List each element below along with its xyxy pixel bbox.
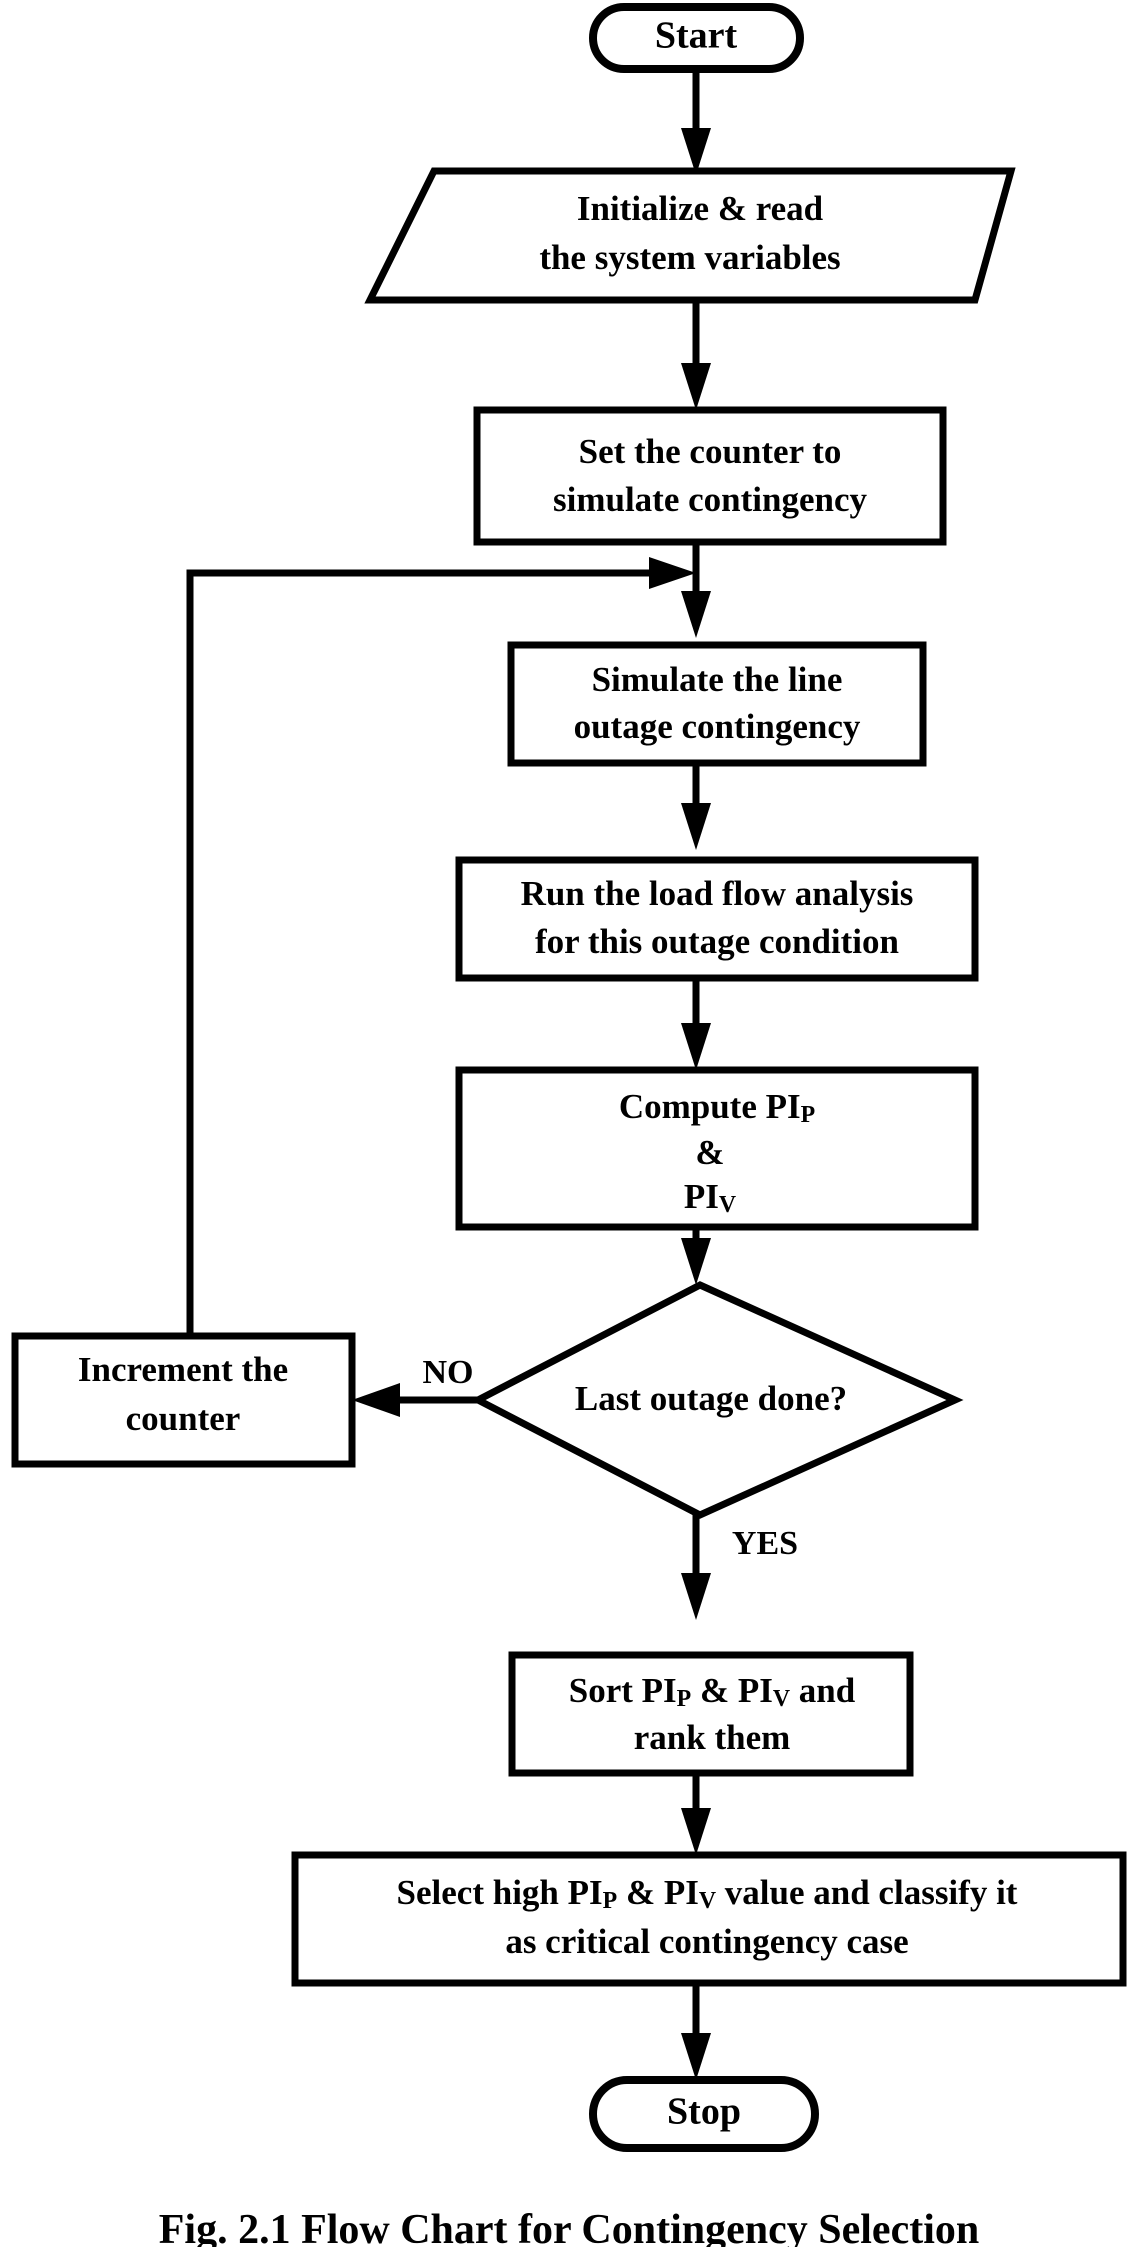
edge-label-yes: YES bbox=[732, 1525, 798, 1562]
stop-terminal-shape bbox=[589, 2076, 819, 2152]
sort-pi-rect-shape bbox=[508, 1651, 914, 1777]
select-high-subscript-v: V bbox=[699, 1888, 716, 1914]
sort-pi-text-b: & PI bbox=[691, 1671, 773, 1710]
sort-pi-label-line1: Sort PIP & PIV and bbox=[569, 1671, 856, 1712]
decision-diamond-shape bbox=[470, 1281, 964, 1519]
edge-decision-to-sortpi bbox=[681, 1515, 711, 1620]
sort-pi-text-a: Sort PI bbox=[569, 1671, 677, 1710]
initialize-parallelogram-shape bbox=[364, 167, 1016, 304]
select-high-pi-label-line2: as critical contingency case bbox=[505, 1922, 908, 1961]
edge-label-no: NO bbox=[423, 1354, 474, 1391]
run-load-flow-label-line2: for this outage condition bbox=[535, 922, 899, 961]
node-decision-last-outage[interactable]: Last outage done? bbox=[470, 1281, 964, 1519]
compute-pi-ampersand: & bbox=[695, 1133, 724, 1172]
node-start[interactable]: Start bbox=[589, 3, 804, 73]
sort-pi-label-line2: rank them bbox=[634, 1718, 791, 1757]
compute-pi-main-v: PI bbox=[684, 1177, 719, 1216]
select-high-text-b: & PI bbox=[617, 1873, 699, 1912]
increment-counter-rect-shape bbox=[11, 1332, 356, 1468]
node-run-load-flow[interactable]: Run the load flow analysis for this outa… bbox=[455, 856, 979, 982]
sort-pi-text-c: and bbox=[790, 1671, 856, 1710]
edge-computepi-to-decision bbox=[681, 1225, 711, 1285]
select-high-pi-label-line1: Select high PIP & PIV value and classify… bbox=[397, 1873, 1018, 1914]
initialize-label-line1: Initialize & read bbox=[577, 189, 824, 228]
compute-pi-subscript-v: V bbox=[719, 1192, 736, 1218]
simulate-outage-rect-shape bbox=[507, 641, 927, 767]
sort-pi-subscript-p: P bbox=[677, 1686, 692, 1712]
compute-pi-subscript-p: P bbox=[801, 1102, 816, 1128]
decision-label: Last outage done? bbox=[575, 1379, 847, 1418]
simulate-outage-label-line1: Simulate the line bbox=[592, 660, 843, 699]
edge-loadflow-to-computepi bbox=[681, 975, 711, 1070]
set-counter-label-line2: simulate contingency bbox=[553, 480, 868, 519]
edge-selecthigh-to-stop bbox=[681, 1985, 711, 2080]
sort-pi-subscript-v: V bbox=[773, 1686, 790, 1712]
node-initialize-read[interactable]: Initialize & read the system variables bbox=[364, 167, 1016, 304]
run-load-flow-rect-shape bbox=[455, 856, 979, 982]
edge-increment-feedback bbox=[186, 557, 696, 1336]
node-sort-pi[interactable]: Sort PIP & PIV and rank them bbox=[508, 1651, 914, 1777]
initialize-label-line2: the system variables bbox=[539, 238, 840, 277]
figure-caption: Fig. 2.1 Flow Chart for Contingency Sele… bbox=[159, 2207, 979, 2247]
start-terminal-shape bbox=[589, 3, 804, 73]
select-high-text-a: Select high PI bbox=[397, 1873, 603, 1912]
node-simulate-outage[interactable]: Simulate the line outage contingency bbox=[507, 641, 927, 767]
select-high-pi-rect-shape bbox=[291, 1851, 1127, 1987]
select-high-subscript-p: P bbox=[603, 1888, 618, 1914]
compute-pi-label-line1: Compute PIP bbox=[619, 1087, 815, 1128]
start-label: Start bbox=[655, 15, 738, 57]
node-select-high-pi[interactable]: Select high PIP & PIV value and classify… bbox=[291, 1851, 1127, 1987]
edge-merge-to-simulate bbox=[681, 573, 711, 638]
increment-counter-label-line1: Increment the bbox=[78, 1350, 288, 1389]
select-high-text-c: value and classify it bbox=[716, 1873, 1018, 1912]
node-compute-pi[interactable]: Compute PIP & PIV bbox=[455, 1066, 979, 1231]
node-set-counter[interactable]: Set the counter to simulate contingency bbox=[473, 406, 947, 546]
compute-pi-rect-shape bbox=[455, 1066, 979, 1231]
compute-pi-main: Compute PI bbox=[619, 1087, 801, 1126]
run-load-flow-label-line1: Run the load flow analysis bbox=[521, 874, 914, 913]
edge-init-to-setcounter bbox=[681, 299, 711, 410]
set-counter-rect-shape bbox=[473, 406, 947, 546]
simulate-outage-label-line2: outage contingency bbox=[574, 707, 861, 746]
increment-counter-label-line2: counter bbox=[126, 1399, 241, 1438]
compute-pi-label-line3: PIV bbox=[684, 1177, 736, 1218]
edge-decision-to-increment bbox=[352, 1383, 478, 1417]
edge-simulate-to-loadflow bbox=[681, 760, 711, 850]
node-increment-counter[interactable]: Increment the counter bbox=[11, 1332, 356, 1468]
edge-start-to-init bbox=[681, 64, 711, 175]
node-stop[interactable]: Stop bbox=[589, 2076, 819, 2152]
set-counter-label-line1: Set the counter to bbox=[579, 432, 842, 471]
stop-label: Stop bbox=[667, 2091, 741, 2133]
